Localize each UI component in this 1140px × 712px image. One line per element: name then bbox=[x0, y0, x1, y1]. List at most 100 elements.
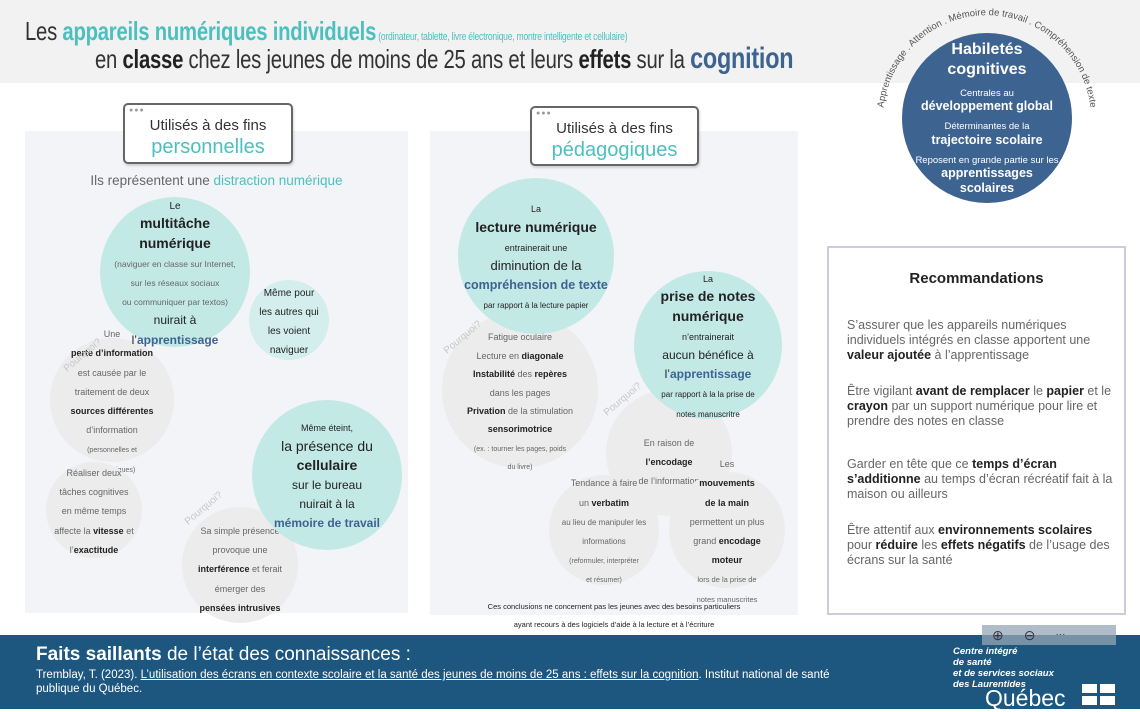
text-segment: crayon bbox=[847, 399, 888, 413]
text-line: perte d’information bbox=[71, 342, 153, 361]
text-segment: Lecture en bbox=[476, 350, 522, 361]
text-segment: distraction numérique bbox=[213, 173, 343, 188]
recommendation-item: Être vigilant avant de remplacer le papi… bbox=[847, 384, 1117, 429]
cisss-logo: Centre intégré de santé et de services s… bbox=[953, 646, 1054, 690]
text-line: n’entrainerait bbox=[682, 326, 734, 345]
logo-line: des Laurentides bbox=[953, 679, 1026, 690]
text-segment: La bbox=[530, 204, 541, 215]
more-options-icon[interactable]: ··· bbox=[1055, 629, 1066, 640]
card-line-1: Utilisés à des fins bbox=[149, 117, 267, 134]
text-line: l’encodage bbox=[645, 451, 692, 470]
cognition-item-big: trajectoire scolaire bbox=[931, 132, 1043, 147]
text-segment: encodage bbox=[718, 536, 761, 546]
text-line: nuirait à bbox=[154, 310, 197, 329]
text-line: au lieu de manipuler les bbox=[562, 511, 647, 530]
text-line: cellulaire bbox=[297, 456, 358, 475]
text-line: l’exactitude bbox=[70, 539, 119, 558]
citation-link[interactable]: L’utilisation des écrans en contexte sco… bbox=[140, 669, 699, 681]
text-line: émerger des bbox=[215, 578, 266, 597]
text-segment: Instabilité bbox=[472, 369, 515, 380]
text-segment: permettent un plus bbox=[689, 516, 765, 527]
text-segment: papier bbox=[1046, 384, 1084, 398]
text-line: affecte la vitesse et bbox=[54, 520, 133, 539]
text-segment: prise de notes bbox=[660, 288, 756, 305]
recommendation-item: Être attentif aux environnements scolair… bbox=[847, 523, 1117, 568]
text-segment: Ils représentent une bbox=[90, 173, 214, 188]
text-segment: l’encodage bbox=[645, 457, 693, 468]
text-line: de la main bbox=[705, 492, 749, 511]
text-segment: La bbox=[702, 274, 713, 285]
text-segment: pensées intrusives bbox=[199, 602, 281, 613]
text-segment: effets bbox=[578, 44, 632, 74]
text-line: compréhension de texte bbox=[464, 275, 608, 294]
text-segment: Les bbox=[719, 459, 735, 470]
text-line: Réaliser deux bbox=[66, 462, 121, 481]
text-segment: environnements scolaires bbox=[938, 523, 1093, 537]
recommendation-item: Garder en tête que ce temps d’écran s’ad… bbox=[847, 457, 1117, 502]
text-segment: Réaliser deux bbox=[66, 468, 122, 479]
text-segment: sur la bbox=[631, 44, 691, 74]
text-line: naviguer bbox=[270, 339, 308, 358]
special-needs-footnote: Ces conclusions ne concernent pas les je… bbox=[430, 596, 798, 633]
title-line-1: Les appareils numériques individuels (or… bbox=[25, 16, 628, 47]
text-line: tâches cognitives bbox=[59, 481, 128, 500]
text-line: en même temps bbox=[62, 500, 127, 519]
text-line: ou communiquer par textos) bbox=[122, 291, 228, 310]
text-line: notes manuscritre bbox=[676, 403, 740, 422]
text-segment: d’information bbox=[86, 425, 138, 436]
cognition-item-big: développement global bbox=[921, 99, 1053, 114]
text-segment: Ces conclusions ne concernent pas les je… bbox=[487, 602, 741, 611]
text-line: sources différentes bbox=[70, 400, 153, 419]
text-line: Même pour bbox=[264, 282, 315, 301]
text-segment: de la main bbox=[704, 497, 749, 508]
zoom-in-icon[interactable]: ⊕ bbox=[992, 627, 1004, 643]
text-segment: effets négatifs bbox=[940, 538, 1026, 552]
text-segment: Privation bbox=[466, 406, 506, 416]
text-line: mémoire de travail bbox=[274, 513, 380, 532]
text-segment: en bbox=[95, 44, 123, 74]
text-segment: En raison de bbox=[643, 438, 695, 448]
text-segment: de l’information bbox=[638, 476, 700, 487]
text-segment: Même pour bbox=[263, 287, 315, 299]
citation-publisher: . Institut national de santé publique du… bbox=[36, 669, 830, 695]
text-segment: nuirait à bbox=[153, 313, 197, 328]
card-line-2: pédagogiques bbox=[551, 139, 678, 161]
recommendations-title: Recommandations bbox=[909, 270, 1044, 287]
text-segment: un bbox=[578, 497, 592, 508]
text-segment: numérique bbox=[139, 234, 211, 251]
cognition-item-small: Centrales au bbox=[960, 88, 1014, 99]
text-segment: Être vigilant bbox=[847, 384, 916, 398]
text-segment: provoque une bbox=[212, 545, 268, 556]
zoom-out-icon[interactable]: ⊖ bbox=[1023, 627, 1036, 643]
text-segment: Une bbox=[103, 329, 121, 340]
text-line: (naviguer en classe sur Internet, bbox=[114, 253, 235, 272]
text-line: La bbox=[531, 198, 541, 217]
text-line: Tendance à faire bbox=[571, 472, 638, 491]
text-line: multitâche bbox=[140, 214, 210, 233]
text-segment: Le bbox=[169, 201, 181, 213]
text-segment: la présence du bbox=[281, 437, 373, 454]
text-line: lors de la prise de bbox=[697, 568, 756, 587]
pedagogical-use-card: ●●● Utilisés à des fins pédagogiques bbox=[530, 106, 699, 166]
text-segment: avant de remplacer bbox=[915, 384, 1030, 398]
text-line: moteur bbox=[712, 549, 743, 568]
logo-line: et de services sociaux bbox=[953, 668, 1054, 679]
recommendation-item: S’assurer que les appareils numériques i… bbox=[847, 318, 1117, 363]
text-segment: l’ bbox=[131, 332, 137, 347]
text-segment: (ordinateur, tablette, livre électroniqu… bbox=[376, 31, 628, 43]
text-line: les autres qui bbox=[259, 301, 318, 320]
text-segment: des bbox=[514, 369, 535, 380]
bubble-reading-reasons: Fatigue oculaire Lecture en diagonale In… bbox=[442, 312, 598, 471]
text-line: interférence et ferait bbox=[198, 558, 282, 577]
card-line-2: personnelles bbox=[151, 136, 265, 158]
text-segment: est causée par le bbox=[77, 367, 147, 378]
text-segment: perte d’information bbox=[70, 348, 153, 359]
text-line: un verbatim bbox=[579, 492, 629, 511]
text-line: Même éteint, bbox=[301, 417, 353, 436]
text-line: notes manuscrites bbox=[697, 588, 758, 607]
